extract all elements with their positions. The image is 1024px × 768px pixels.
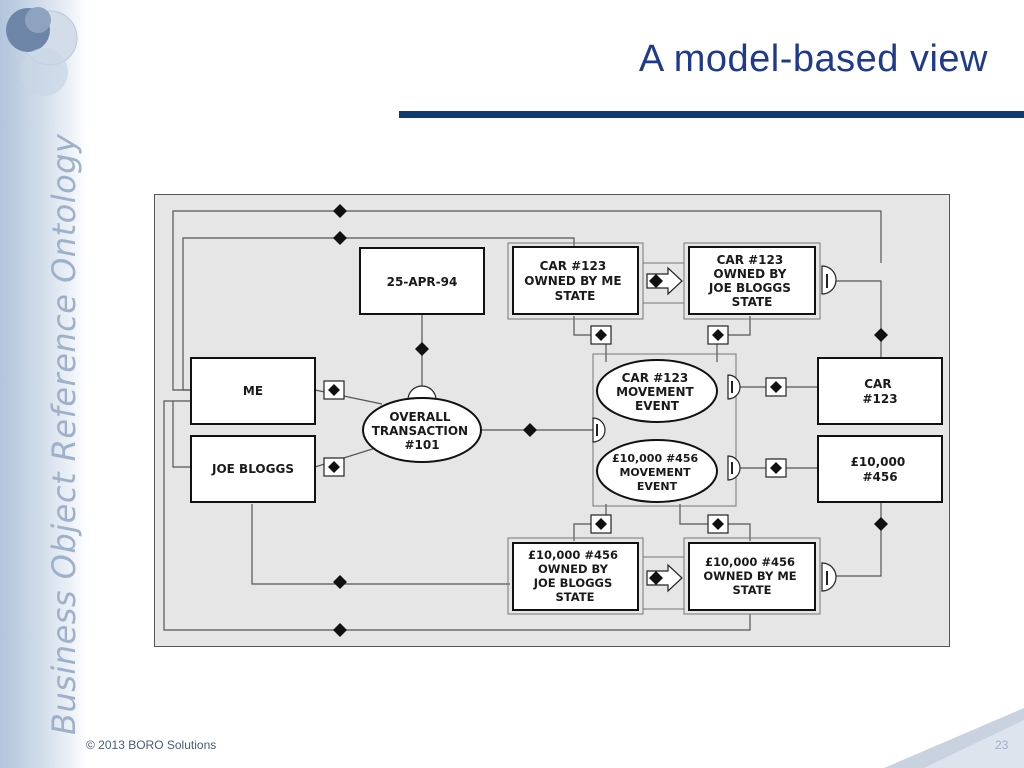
svg-text:CAR #123 OWNED BY ME S: CAR #123 OWNED BY ME STATE	[524, 259, 626, 303]
car-node	[817, 357, 943, 425]
joe-bloggs-label: JOE BLOGGS	[211, 462, 294, 476]
car-movement-label-1: CAR #123	[622, 371, 689, 385]
joe-bloggs-node	[190, 435, 316, 503]
me-label: ME	[243, 384, 263, 398]
money-owned-by-me-state-node	[688, 542, 816, 611]
svg-text:JOE BLOGGS: JOE BLOGGS	[211, 462, 294, 476]
overall-transaction-node	[362, 397, 482, 463]
sidebar-ontology-text: Business Object Reference Ontology	[45, 133, 83, 735]
svg-text:25-APR-94: 25-APR-94	[387, 275, 458, 289]
car-joe-state-label-3: JOE BLOGGS	[708, 281, 791, 295]
money-movement-label-3: EVENT	[637, 480, 678, 493]
svg-text:CAR #123 MOVEMENT EVEN: CAR #123 MOVEMENT EVENT	[616, 371, 698, 413]
copyright-text: © 2013 BORO Solutions	[86, 738, 217, 752]
money-me-state-label-3: STATE	[733, 583, 772, 597]
corner-decoration	[884, 708, 1024, 768]
svg-text:CAR #123: CAR #123	[862, 377, 897, 406]
svg-text:£10,000 #456 MOVEMENT: £10,000 #456 MOVEMENT EVENT	[612, 452, 702, 493]
page-number: 23	[995, 738, 1009, 752]
car-movement-event-node	[596, 359, 718, 423]
slide-title: A model-based view	[638, 38, 988, 80]
car-owned-by-me-state-node	[512, 246, 639, 315]
car-label-1: CAR	[864, 377, 891, 391]
money-joe-state-label-1: £10,000 #456	[528, 548, 618, 562]
transaction-label-3: #101	[404, 438, 439, 452]
car-joe-state-label-4: STATE	[732, 295, 773, 309]
money-label-1: £10,000	[851, 455, 906, 469]
money-joe-state-label-4: STATE	[556, 590, 595, 604]
car-me-state-label-3: STATE	[555, 289, 596, 303]
svg-text:ME: ME	[243, 384, 263, 398]
date-label: 25-APR-94	[387, 275, 458, 289]
boro-logo-icon	[6, 7, 78, 96]
car-movement-label-2: MOVEMENT	[616, 385, 694, 399]
money-movement-label-1: £10,000 #456	[612, 452, 698, 465]
me-node	[190, 357, 316, 425]
car-owned-by-joe-state-node	[688, 246, 816, 315]
car-movement-label-3: EVENT	[635, 399, 680, 413]
money-me-state-label-2: OWNED BY ME	[703, 569, 796, 583]
sidebar-band: Business Object Reference Ontology	[0, 0, 88, 768]
money-joe-state-label-3: JOE BLOGGS	[533, 576, 613, 590]
title-divider	[399, 111, 1024, 118]
money-me-state-label-1: £10,000 #456	[705, 555, 795, 569]
date-node	[359, 247, 485, 315]
money-owned-by-joe-state-node	[512, 542, 639, 611]
transaction-label-2: TRANSACTION	[372, 424, 468, 438]
car-joe-state-label-2: OWNED BY	[713, 267, 786, 281]
svg-text:£10,000 #456 OWNED BY: £10,000 #456 OWNED BY JOE BLOGGS STATE	[528, 548, 622, 604]
money-label-2: #456	[862, 470, 897, 484]
svg-text:£10,000 #456: £10,000 #456	[851, 455, 910, 484]
car-joe-state-label-1: CAR #123	[717, 253, 784, 267]
transaction-label-1: OVERALL	[389, 410, 451, 424]
money-movement-label-2: MOVEMENT	[619, 466, 691, 479]
svg-text:£10,000 #456 OWNED BY ME: £10,000 #456 OWNED BY ME STATE	[703, 555, 800, 597]
car-me-state-label-1: CAR #123	[540, 259, 607, 273]
svg-text:CAR #123 OWNED BY JOE: CAR #123 OWNED BY JOE BLOGGS STATE	[708, 253, 795, 309]
money-joe-state-label-2: OWNED BY	[538, 562, 609, 576]
money-movement-event-node	[596, 439, 718, 503]
car-label-2: #123	[862, 392, 897, 406]
money-node	[817, 435, 943, 503]
car-me-state-label-2: OWNED BY ME	[524, 274, 621, 288]
model-diagram: 25-APR-94 ME JOE BLOGGS OVERALL TRANSACT…	[154, 194, 950, 647]
svg-text:OVERALL TRANSACTION #1: OVERALL TRANSACTION #101	[372, 410, 473, 452]
